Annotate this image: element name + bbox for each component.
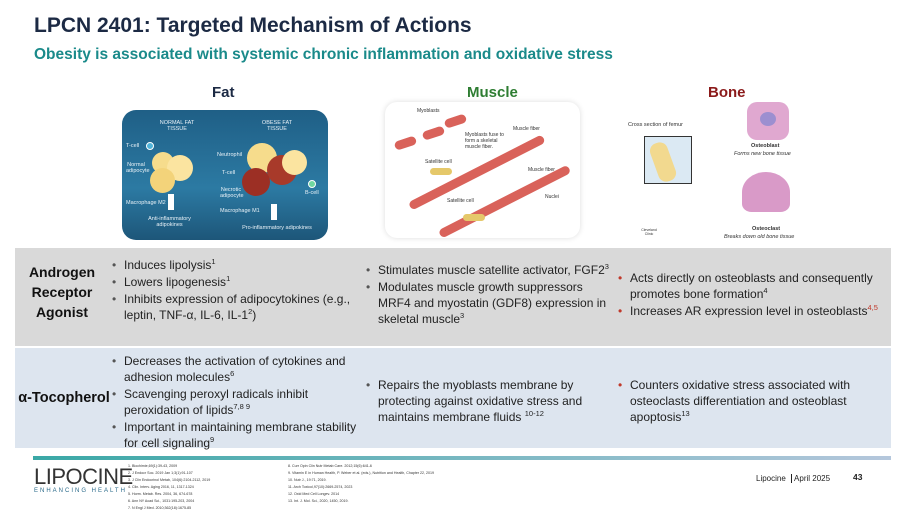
bullet: Acts directly on osteoblasts and consequ… [618,270,880,302]
b-cell-shape [308,180,316,188]
reference-item: 13. Int. J. Mol. Sci., 2020, 1450, 2019. [288,499,349,503]
reference-item: 6. Ann NY Acad Sci., 1031:195-203, 2004 [128,499,195,503]
footer-date: April 2025 [791,474,831,483]
bullet: Increases AR expression level in osteobl… [618,303,880,319]
column-header-muscle: Muscle [467,84,518,101]
row-label-line: Agonist [35,304,89,320]
osteoblast-nucleus [760,112,776,126]
label-necrotic-adipocyte: Necrotic adipocyte [220,187,244,199]
label-macrophage-m1: Macrophage M1 [220,208,260,214]
label-myoblasts-fuse: Myoblasts fuse to form a skeletal muscle… [465,132,504,150]
column-header-fat: Fat [212,84,235,101]
fat-tissue-illustration: NORMAL FAT TISSUE OBESE FAT TISSUE T-cel… [122,110,328,240]
row-label-androgen: Androgen Receptor Agonist [22,262,102,322]
references-left: 1. Biochimie,69(1):39-43, 2009 2. J Endoc… [128,463,210,512]
cleveland-clinic-credit: Cleveland Clinic [641,228,657,236]
reference-item: 7. N Engl J Med. 2010;362(18):1675-85 [128,506,192,510]
androgen-fat-bullets: Induces lipolysis1 Lowers lipogenesis1 I… [112,257,372,324]
label-osteoblast-desc: Forms new bone tissue [734,151,791,157]
page-number: 43 [853,472,863,482]
label-t-cell: T-cell [126,143,140,149]
bullet: Scavenging peroxyl radicals inhibit pero… [112,386,367,418]
logo-name: LIPOCINE [34,464,133,489]
myoblast-shape [421,125,446,141]
label-pro-inflammatory: Pro-inflammatory adipokines [242,225,312,231]
tocopherol-muscle-bullets: Repairs the myoblasts membrane by protec… [366,377,611,426]
reference-item: 11. Arch Toxicol,97(10):2669-2574, 2023 [288,485,353,489]
satellite-cell-shape [430,168,452,175]
reference-item: 1. Biochimie,69(1):39-43, 2009 [128,464,178,468]
label-normal-adipocyte: Normal adipocyte [126,162,150,174]
bullet: Lowers lipogenesis1 [112,274,372,290]
bullet: Modulates muscle growth suppressors MRF4… [366,279,611,327]
lipocine-logo: LIPOCINE ENHANCING HEALTH [34,464,133,494]
label-normal-fat: NORMAL FAT TISSUE [159,120,195,132]
tocopherol-bone-bullets: Counters oxidative stress associated wit… [618,377,883,426]
label-cross-section: Cross section of femur [628,122,684,128]
reference-item: 2. J Endocr Soc. 2019 Jan 1;3(1):91-107 [128,471,193,475]
footer-company: Lipocine [756,474,786,483]
reference-item: 8. Curr Opin Clin Nutr Metab Care. 2012;… [288,464,372,468]
label-t-cell-2: T-cell [222,170,236,176]
label-osteoclast: Osteoclast [752,226,781,232]
label-muscle-fiber-2: Muscle fiber [528,167,555,173]
slide-title: LPCN 2401: Targeted Mechanism of Actions [34,14,472,37]
bullet: Decreases the activation of cytokines an… [112,353,367,385]
label-osteoclast-desc: Breaks down old bone tissue [724,234,795,240]
adipocyte-shape [150,168,175,193]
label-macrophage-m2: Macrophage M2 [126,200,166,206]
reference-item: 9. Vitamin E in Human Health, P. Weber e… [288,471,435,475]
label-osteoblast: Osteoblast [751,143,780,149]
bullet: Repairs the myoblasts membrane by protec… [366,377,611,425]
label-myoblasts: Myoblasts [417,108,440,114]
column-header-bone: Bone [708,84,746,101]
footer-company-date: Lipocine April 2025 [756,474,831,483]
reference-item: 10. Nutr J., 19:71, 2019. [288,478,327,482]
adipocyte-shape [282,150,307,175]
reference-item: 3. J Clin Endocrinol Metab, 104(6):2104-… [128,478,211,482]
label-anti-inflammatory: Anti-inflammatory adipokines [148,216,191,228]
label-satellite-cell-1: Satellite cell [425,159,452,165]
bullet: Important in maintaining membrane stabil… [112,419,367,451]
tocopherol-fat-bullets: Decreases the activation of cytokines an… [112,353,367,452]
label-muscle-fiber-1: Muscle fiber [513,126,540,132]
label-b-cell: B-cell [305,190,319,196]
reference-item: 4. Clin. Interv. Aging 2016, 11, 1317-13… [128,485,194,489]
androgen-muscle-bullets: Stimulates muscle satellite activator, F… [366,262,611,328]
bullet: Counters oxidative stress associated wit… [618,377,883,425]
bone-cells-illustration: Cross section of femur Osteoblast Forms … [622,100,802,245]
osteoclast-shape [742,172,790,212]
arrow-down-icon [168,194,174,210]
label-satellite-cell-2: Satellite cell [447,198,474,204]
myoblast-shape [393,135,418,151]
slide-subtitle: Obesity is associated with systemic chro… [34,46,613,63]
necrotic-adipocyte-shape [242,168,270,196]
logo-tagline: ENHANCING HEALTH [34,488,127,494]
label-neutrophil: Neutrophil [217,152,243,158]
row-label-tocopherol: α-Tocopherol [18,390,110,406]
bullet: Stimulates muscle satellite activator, F… [366,262,611,278]
muscle-fiber-illustration: Myoblasts Myoblasts fuse to form a skele… [385,102,580,238]
references-right: 8. Curr Opin Clin Nutr Metab Care. 2012;… [288,463,434,505]
bullet: Inhibits expression of adipocytokines (e… [112,291,372,323]
myoblast-shape [443,113,468,129]
row-label-line: Androgen [28,264,96,280]
satellite-cell-shape [463,214,485,221]
t-cell-shape [146,142,154,150]
label-nuclei: Nuclei [545,194,559,200]
row-label-line: Receptor [31,284,93,300]
label-obese-fat: OBESE FAT TISSUE [261,120,293,132]
reference-item: 5. Horm. Metab. Res. 2004, 36, 674-678 [128,492,193,496]
reference-item: 12. Oxid Med Cell Longev. 2014 [288,492,340,496]
footer-divider [33,456,891,460]
arrow-down-icon [271,204,277,220]
bullet: Induces lipolysis1 [112,257,372,273]
androgen-bone-bullets: Acts directly on osteoblasts and consequ… [618,270,880,320]
